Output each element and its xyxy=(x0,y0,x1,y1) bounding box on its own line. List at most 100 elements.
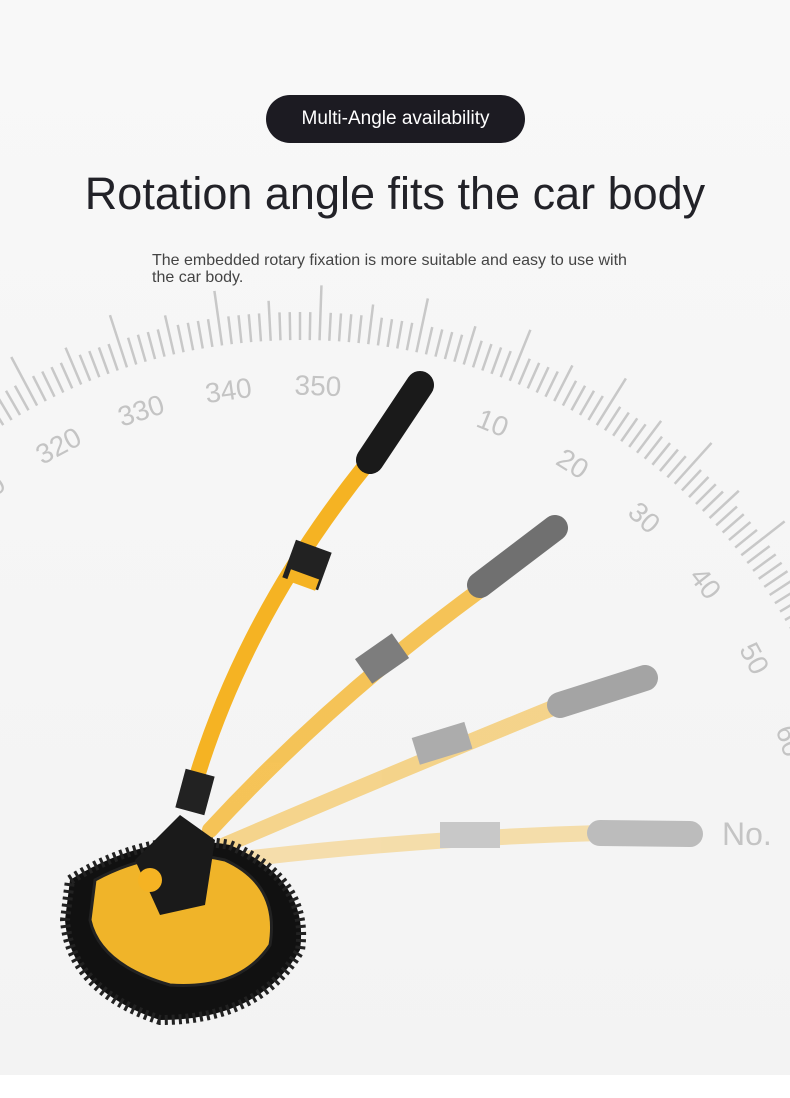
protractor-tick xyxy=(443,331,454,360)
protractor-tick xyxy=(176,324,185,353)
protractor-tick xyxy=(424,326,434,355)
protractor-tick xyxy=(561,380,578,407)
protractor-tick xyxy=(31,375,47,402)
protractor-tick xyxy=(405,322,414,351)
protractor-label: 340 xyxy=(203,372,254,409)
protractor-tick xyxy=(499,350,512,378)
protractor-tick xyxy=(415,298,430,353)
protractor-tick xyxy=(247,314,253,343)
protractor-tick xyxy=(734,528,758,549)
protractor-tick xyxy=(659,448,679,472)
protractor-tick xyxy=(97,347,110,375)
protractor-tick xyxy=(651,442,672,466)
protractor-tick xyxy=(603,406,622,432)
protractor-tick xyxy=(206,319,214,348)
protractor-tick xyxy=(636,420,663,454)
protractor-tick xyxy=(526,362,541,389)
protractor-tick xyxy=(434,329,444,357)
protractor-tick xyxy=(708,489,740,519)
protractor-tick xyxy=(107,343,119,371)
protractor-tick xyxy=(337,313,343,342)
main-handle xyxy=(175,371,434,816)
protractor-tick xyxy=(758,561,783,580)
protractor-tick xyxy=(376,317,384,346)
protractor-tick xyxy=(715,505,738,527)
mop-head xyxy=(59,815,307,1026)
protractor-tick xyxy=(186,322,195,351)
protractor-tick xyxy=(453,334,464,363)
multi-angle-badge: Multi-Angle availability xyxy=(266,95,525,143)
protractor-tick xyxy=(0,417,5,426)
protractor-tick xyxy=(4,390,22,416)
protractor-tick xyxy=(628,423,647,448)
ghost-handle-3 xyxy=(227,820,703,868)
protractor-tick xyxy=(701,490,724,512)
protractor-tick xyxy=(784,615,790,622)
page-title: Rotation angle fits the car body xyxy=(84,168,706,219)
protractor-tick xyxy=(612,411,630,437)
protractor-tick xyxy=(578,390,596,416)
protractor-tick xyxy=(544,370,559,398)
protractor-tick xyxy=(0,398,13,421)
protractor-tick xyxy=(490,347,503,375)
protractor-tick xyxy=(620,417,639,442)
protractor-label: 350 xyxy=(294,370,342,403)
protractor-tick xyxy=(257,313,263,342)
protractor-tick xyxy=(50,366,65,393)
protractor-tick xyxy=(59,362,74,389)
protractor-tick xyxy=(88,350,101,378)
protractor-tick xyxy=(752,553,777,572)
protractor-tick xyxy=(126,337,138,365)
protractor-tick xyxy=(768,580,790,597)
protractor-tick xyxy=(721,513,745,534)
protractor-tick xyxy=(517,358,531,386)
protractor-tick xyxy=(481,343,493,371)
protractor-tick xyxy=(681,469,702,492)
protractor-tick xyxy=(673,442,713,485)
protractor-tick xyxy=(318,285,323,341)
protractor-tick xyxy=(666,455,687,479)
protractor-label: 310 xyxy=(0,468,11,521)
protractor-tick xyxy=(508,329,532,382)
protractor-tick xyxy=(78,354,92,382)
protractor-tick xyxy=(386,319,394,348)
protractor-tick xyxy=(357,315,363,344)
protractor-unit-label: No. xyxy=(722,816,772,852)
protractor-tick xyxy=(237,315,243,344)
protractor-tick xyxy=(41,370,56,398)
protractor-tick xyxy=(728,521,752,541)
product-banner: 310320330340350010203040506070No. xyxy=(0,0,790,1075)
protractor-tick xyxy=(64,347,83,386)
protractor-tick xyxy=(267,300,272,341)
protractor-tick xyxy=(595,377,627,426)
protractor-tick xyxy=(156,329,166,357)
ghost-handle-1 xyxy=(202,515,568,838)
protractor-tick xyxy=(146,331,157,360)
protractor-tick xyxy=(367,304,375,345)
protractor-tick xyxy=(553,364,574,402)
protractor-tick xyxy=(108,314,129,368)
protractor-tick xyxy=(227,316,233,345)
mop-illustration xyxy=(59,371,703,1026)
protractor-tick xyxy=(196,320,204,349)
protractor-tick xyxy=(695,483,717,505)
protractor-tick xyxy=(740,520,786,557)
protractor-tick xyxy=(328,312,333,341)
protractor-tick xyxy=(746,545,771,564)
protractor-tick xyxy=(688,476,710,499)
protractor-tick xyxy=(763,570,789,588)
ghost-handle-2 xyxy=(217,665,658,853)
protractor-tick xyxy=(347,314,353,343)
protractor-tick xyxy=(396,320,404,349)
protractor-tick xyxy=(774,592,790,605)
protractor-tick xyxy=(136,334,147,363)
protractor-tick xyxy=(535,366,550,393)
protractor-tick xyxy=(163,315,176,355)
protractor-tick xyxy=(570,385,587,411)
protractor-tick xyxy=(10,356,39,407)
description-text: The embedded rotary fixation is more sui… xyxy=(152,252,627,286)
protractor-tick xyxy=(462,325,477,365)
protractor-tick xyxy=(643,435,663,460)
protractor-tick xyxy=(587,395,604,421)
protractor-tick xyxy=(213,290,224,346)
